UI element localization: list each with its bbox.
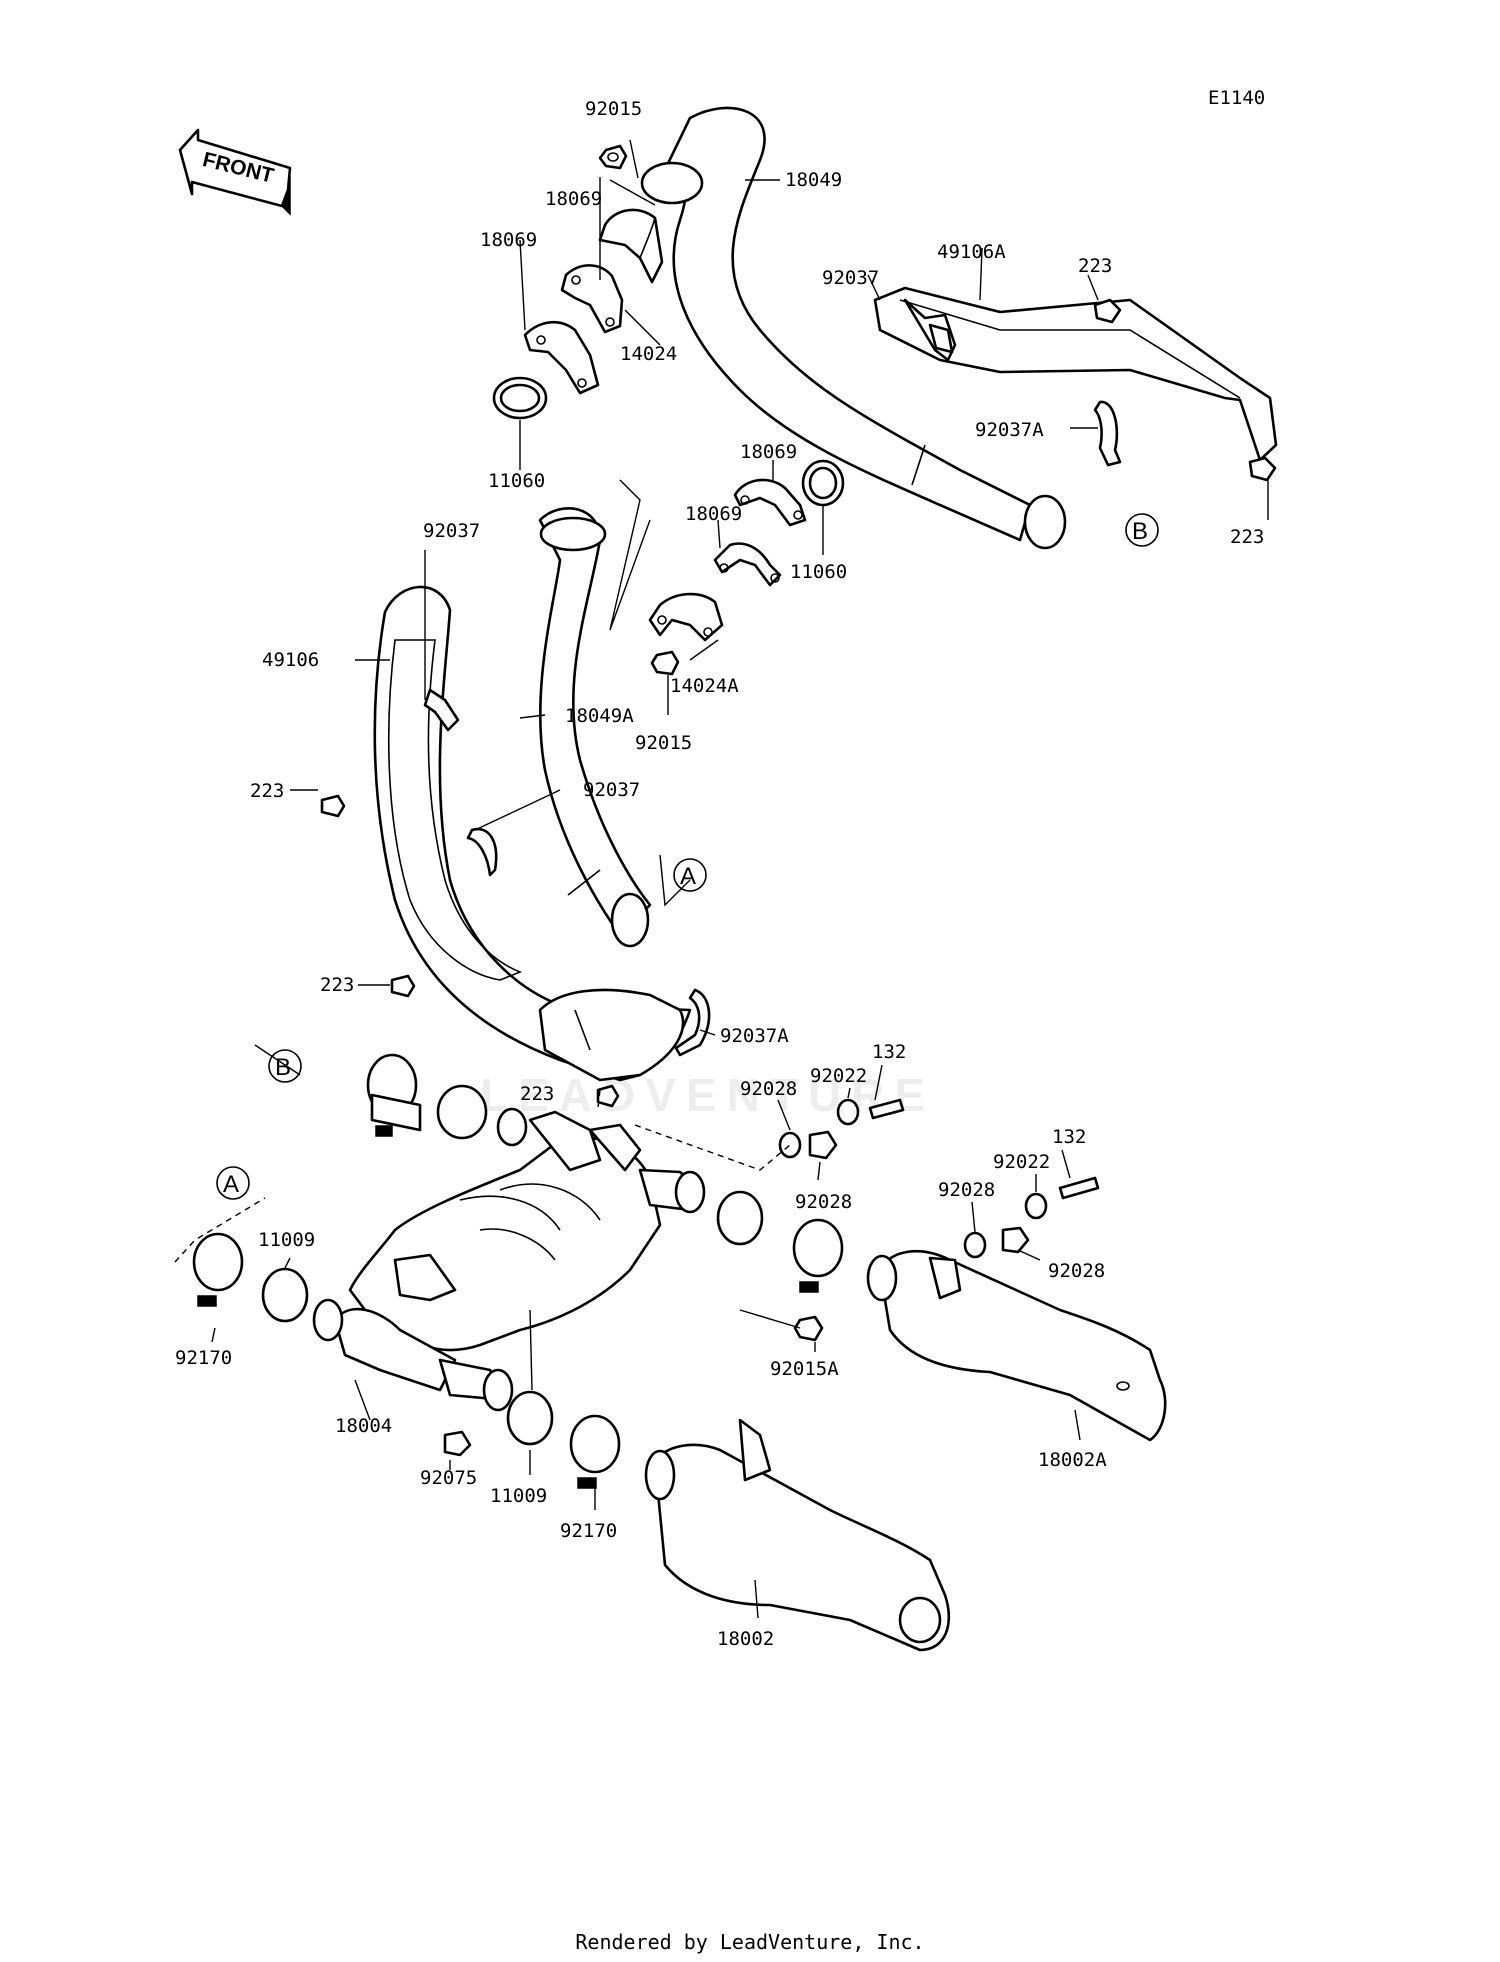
gasket-11060-mid xyxy=(801,459,845,507)
label-92037: 92037 xyxy=(822,267,879,289)
label-18069: 18069 xyxy=(740,441,797,463)
collar-92028-upper-a xyxy=(778,1131,802,1159)
label-92170: 92170 xyxy=(560,1520,617,1542)
clamp-92037a-lower xyxy=(674,988,711,1057)
washer-92022-upper xyxy=(836,1098,860,1126)
muffler-body-18004 xyxy=(312,1107,706,1412)
label-223: 223 xyxy=(520,1083,554,1105)
bolt-223-lower xyxy=(596,1084,620,1108)
bolt-223-heat-shield-upper-a xyxy=(1093,298,1122,324)
nut-92015-mid xyxy=(650,650,680,676)
diagram-code: E1140 xyxy=(1208,87,1265,109)
washer-92022-lower xyxy=(1024,1192,1048,1220)
clamp-18069-mid-b xyxy=(713,542,782,587)
label-92028: 92028 xyxy=(938,1179,995,1201)
label-18004: 18004 xyxy=(335,1415,392,1437)
label-92075: 92075 xyxy=(420,1467,477,1489)
label-132: 132 xyxy=(872,1041,906,1063)
label-92015a: 92015A xyxy=(770,1358,839,1380)
clamp-14024 xyxy=(598,208,664,284)
label-223: 223 xyxy=(1078,255,1112,277)
label-223: 223 xyxy=(1230,526,1264,548)
label-92022: 92022 xyxy=(993,1151,1050,1173)
collar-92028-lower-b xyxy=(1001,1226,1030,1254)
reference-marker-a-lower: A xyxy=(216,1166,250,1200)
nut-92015-upper xyxy=(598,144,628,170)
silencer-18002 xyxy=(644,1418,951,1652)
reference-marker-b-lower: B xyxy=(268,1049,302,1083)
clamp-14024a xyxy=(648,592,724,642)
nut-92075 xyxy=(443,1430,472,1457)
nut-92015a xyxy=(793,1315,824,1342)
label-49106: 49106 xyxy=(262,649,319,671)
bolt-223-heat-shield-upper-b xyxy=(1248,456,1277,482)
clamp-18069-mid-a xyxy=(733,478,807,527)
band-clamp-b xyxy=(366,1053,422,1137)
clamp-18069-upper-a xyxy=(523,321,600,395)
label-92037: 92037 xyxy=(423,520,480,542)
label-223: 223 xyxy=(250,780,284,802)
label-92170: 92170 xyxy=(175,1347,232,1369)
label-92028: 92028 xyxy=(1048,1260,1105,1282)
label-92028: 92028 xyxy=(740,1078,797,1100)
label-92015: 92015 xyxy=(635,732,692,754)
label-92037a: 92037A xyxy=(975,419,1044,441)
sleeve-upper-b xyxy=(436,1084,488,1140)
bolt-223-heat-shield-b xyxy=(390,974,416,998)
bolt-132-upper xyxy=(868,1098,905,1120)
sleeve-11009-lower xyxy=(506,1390,554,1446)
label-18069: 18069 xyxy=(545,188,602,210)
label-92022: 92022 xyxy=(810,1065,867,1087)
label-223: 223 xyxy=(320,974,354,996)
label-11009: 11009 xyxy=(258,1229,315,1251)
label-49106a: 49106A xyxy=(937,241,1006,263)
clamp-18069-upper-b xyxy=(560,264,624,334)
header-pipe-18049 xyxy=(640,106,1067,550)
label-92037: 92037 xyxy=(583,779,640,801)
reference-marker-b-upper: B xyxy=(1125,513,1159,547)
render-credit: Rendered by LeadVenture, Inc. xyxy=(575,1930,925,1954)
band-clamp-92170-left xyxy=(192,1232,244,1307)
heat-shield-49106a xyxy=(873,286,1278,462)
clamp-92037-mid xyxy=(466,827,498,877)
label-18049: 18049 xyxy=(785,169,842,191)
label-92015: 92015 xyxy=(585,98,642,120)
svg-text:B: B xyxy=(1132,518,1148,545)
label-92037a: 92037A xyxy=(720,1025,789,1047)
label-11009: 11009 xyxy=(490,1485,547,1507)
clamp-92037-left xyxy=(423,688,460,732)
collar-92028-upper-b xyxy=(808,1130,838,1160)
label-18069: 18069 xyxy=(685,503,742,525)
label-92028: 92028 xyxy=(795,1191,852,1213)
label-132: 132 xyxy=(1052,1126,1086,1148)
label-18049a: 18049A xyxy=(565,705,634,727)
svg-text:A: A xyxy=(223,1171,239,1198)
front-arrow-icon: FRONT xyxy=(178,128,292,216)
bolt-132-lower xyxy=(1058,1176,1100,1200)
reference-marker-a-upper: A xyxy=(673,858,707,892)
label-11060: 11060 xyxy=(790,561,847,583)
header-pipe-18049a xyxy=(538,507,652,948)
band-clamp-right xyxy=(792,1218,844,1293)
collar-92028-lower-a xyxy=(963,1231,987,1259)
heat-shield-49106 xyxy=(373,585,692,1082)
sleeve-11009-left xyxy=(261,1267,309,1323)
label-14024a: 14024A xyxy=(670,675,739,697)
label-14024: 14024 xyxy=(620,343,677,365)
clamp-92037a-upper xyxy=(1093,400,1122,467)
bolt-223-heat-shield-a xyxy=(320,794,346,818)
sleeve-right-a xyxy=(716,1190,764,1246)
gasket-11060-upper-left xyxy=(492,376,548,420)
label-11060: 11060 xyxy=(488,470,545,492)
label-18069: 18069 xyxy=(480,229,537,251)
svg-text:A: A xyxy=(680,863,696,890)
label-18002a: 18002A xyxy=(1038,1449,1107,1471)
band-clamp-92170-lower xyxy=(569,1414,621,1489)
silencer-18002a xyxy=(866,1249,1167,1442)
label-18002: 18002 xyxy=(717,1628,774,1650)
